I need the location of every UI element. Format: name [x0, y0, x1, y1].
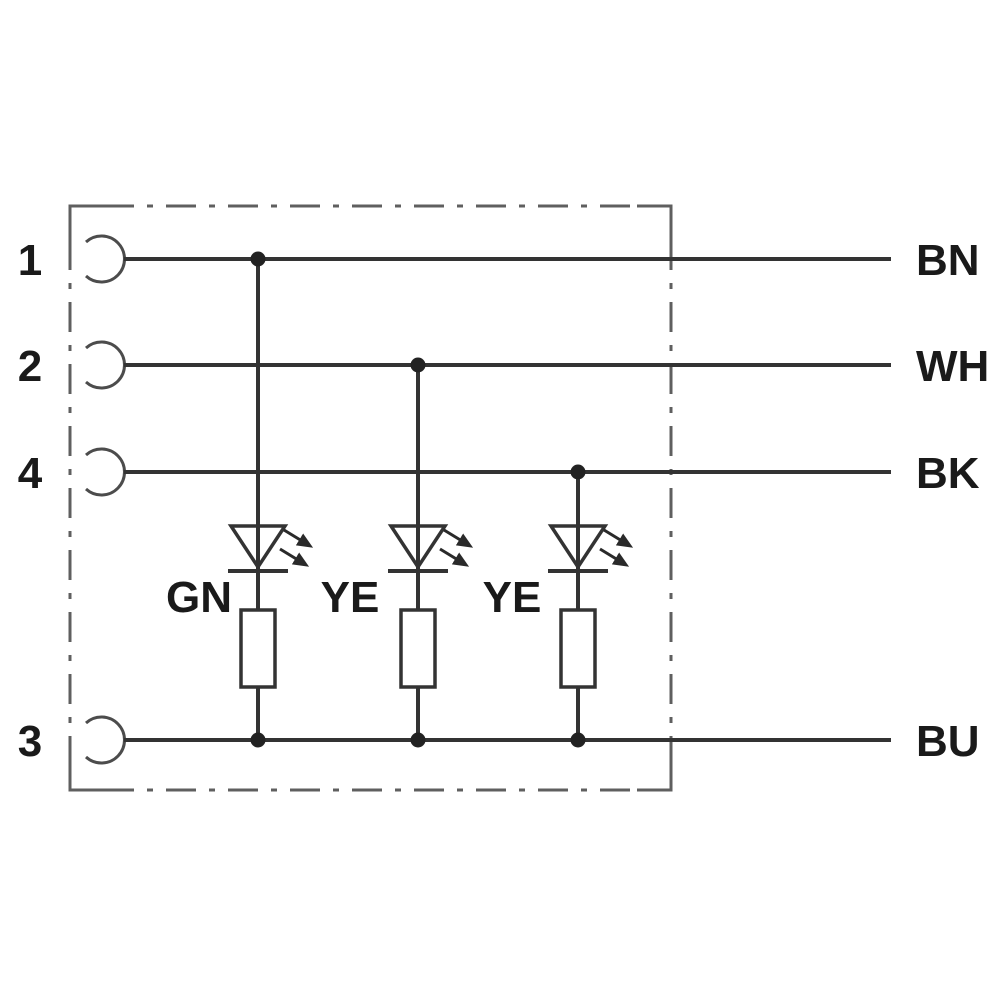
wire-color-label-bk: BK [916, 449, 980, 498]
light-emission-arrows-icon [439, 528, 474, 567]
junction-dot [570, 464, 586, 480]
pin-number-1: 1 [18, 236, 42, 285]
pin-row-2: 2 WH [18, 340, 989, 391]
led-diode-icon [227, 524, 289, 571]
pin-number-2: 2 [18, 342, 42, 391]
socket-contact-icon [84, 447, 126, 497]
led-diode-icon [547, 524, 609, 571]
junction-dot [410, 357, 426, 373]
boundary-corner-bottom-left [68, 756, 104, 792]
resistor-icon [239, 608, 277, 689]
junction-dot [570, 732, 586, 748]
wire-color-label-wh: WH [916, 342, 989, 391]
led-color-label-gn: GN [166, 573, 232, 622]
socket-contact-icon [84, 234, 126, 284]
boundary-corner-bottom-right [637, 756, 673, 792]
pin-row-4: 4 BK [18, 447, 980, 498]
led-branch-3: YE [483, 464, 634, 748]
led-diode-icon [387, 524, 449, 571]
resistor-icon [559, 608, 597, 689]
connector-housing-boundary [68, 204, 673, 792]
led-branch-2: YE [321, 357, 474, 748]
pin-row-3: 3 BU [18, 715, 980, 766]
pin-number-3: 3 [18, 717, 42, 766]
light-emission-arrows-icon [599, 528, 634, 567]
led-color-label-ye-2: YE [483, 573, 542, 622]
led-branch-1: GN [166, 251, 314, 748]
boundary-corner-top-right [637, 204, 673, 240]
junction-dot [250, 251, 266, 267]
socket-contact-icon [84, 340, 126, 390]
socket-contact-icon [84, 715, 126, 765]
junction-dot [410, 732, 426, 748]
wire-color-label-bu: BU [916, 717, 980, 766]
pin-number-4: 4 [18, 449, 43, 498]
led-color-label-ye-1: YE [321, 573, 380, 622]
boundary-corner-top-left [68, 204, 104, 240]
resistor-icon [399, 608, 437, 689]
wire-color-label-bn: BN [916, 236, 980, 285]
pin-row-1: 1 BN [18, 234, 980, 285]
light-emission-arrows-icon [279, 528, 314, 567]
junction-dot [250, 732, 266, 748]
